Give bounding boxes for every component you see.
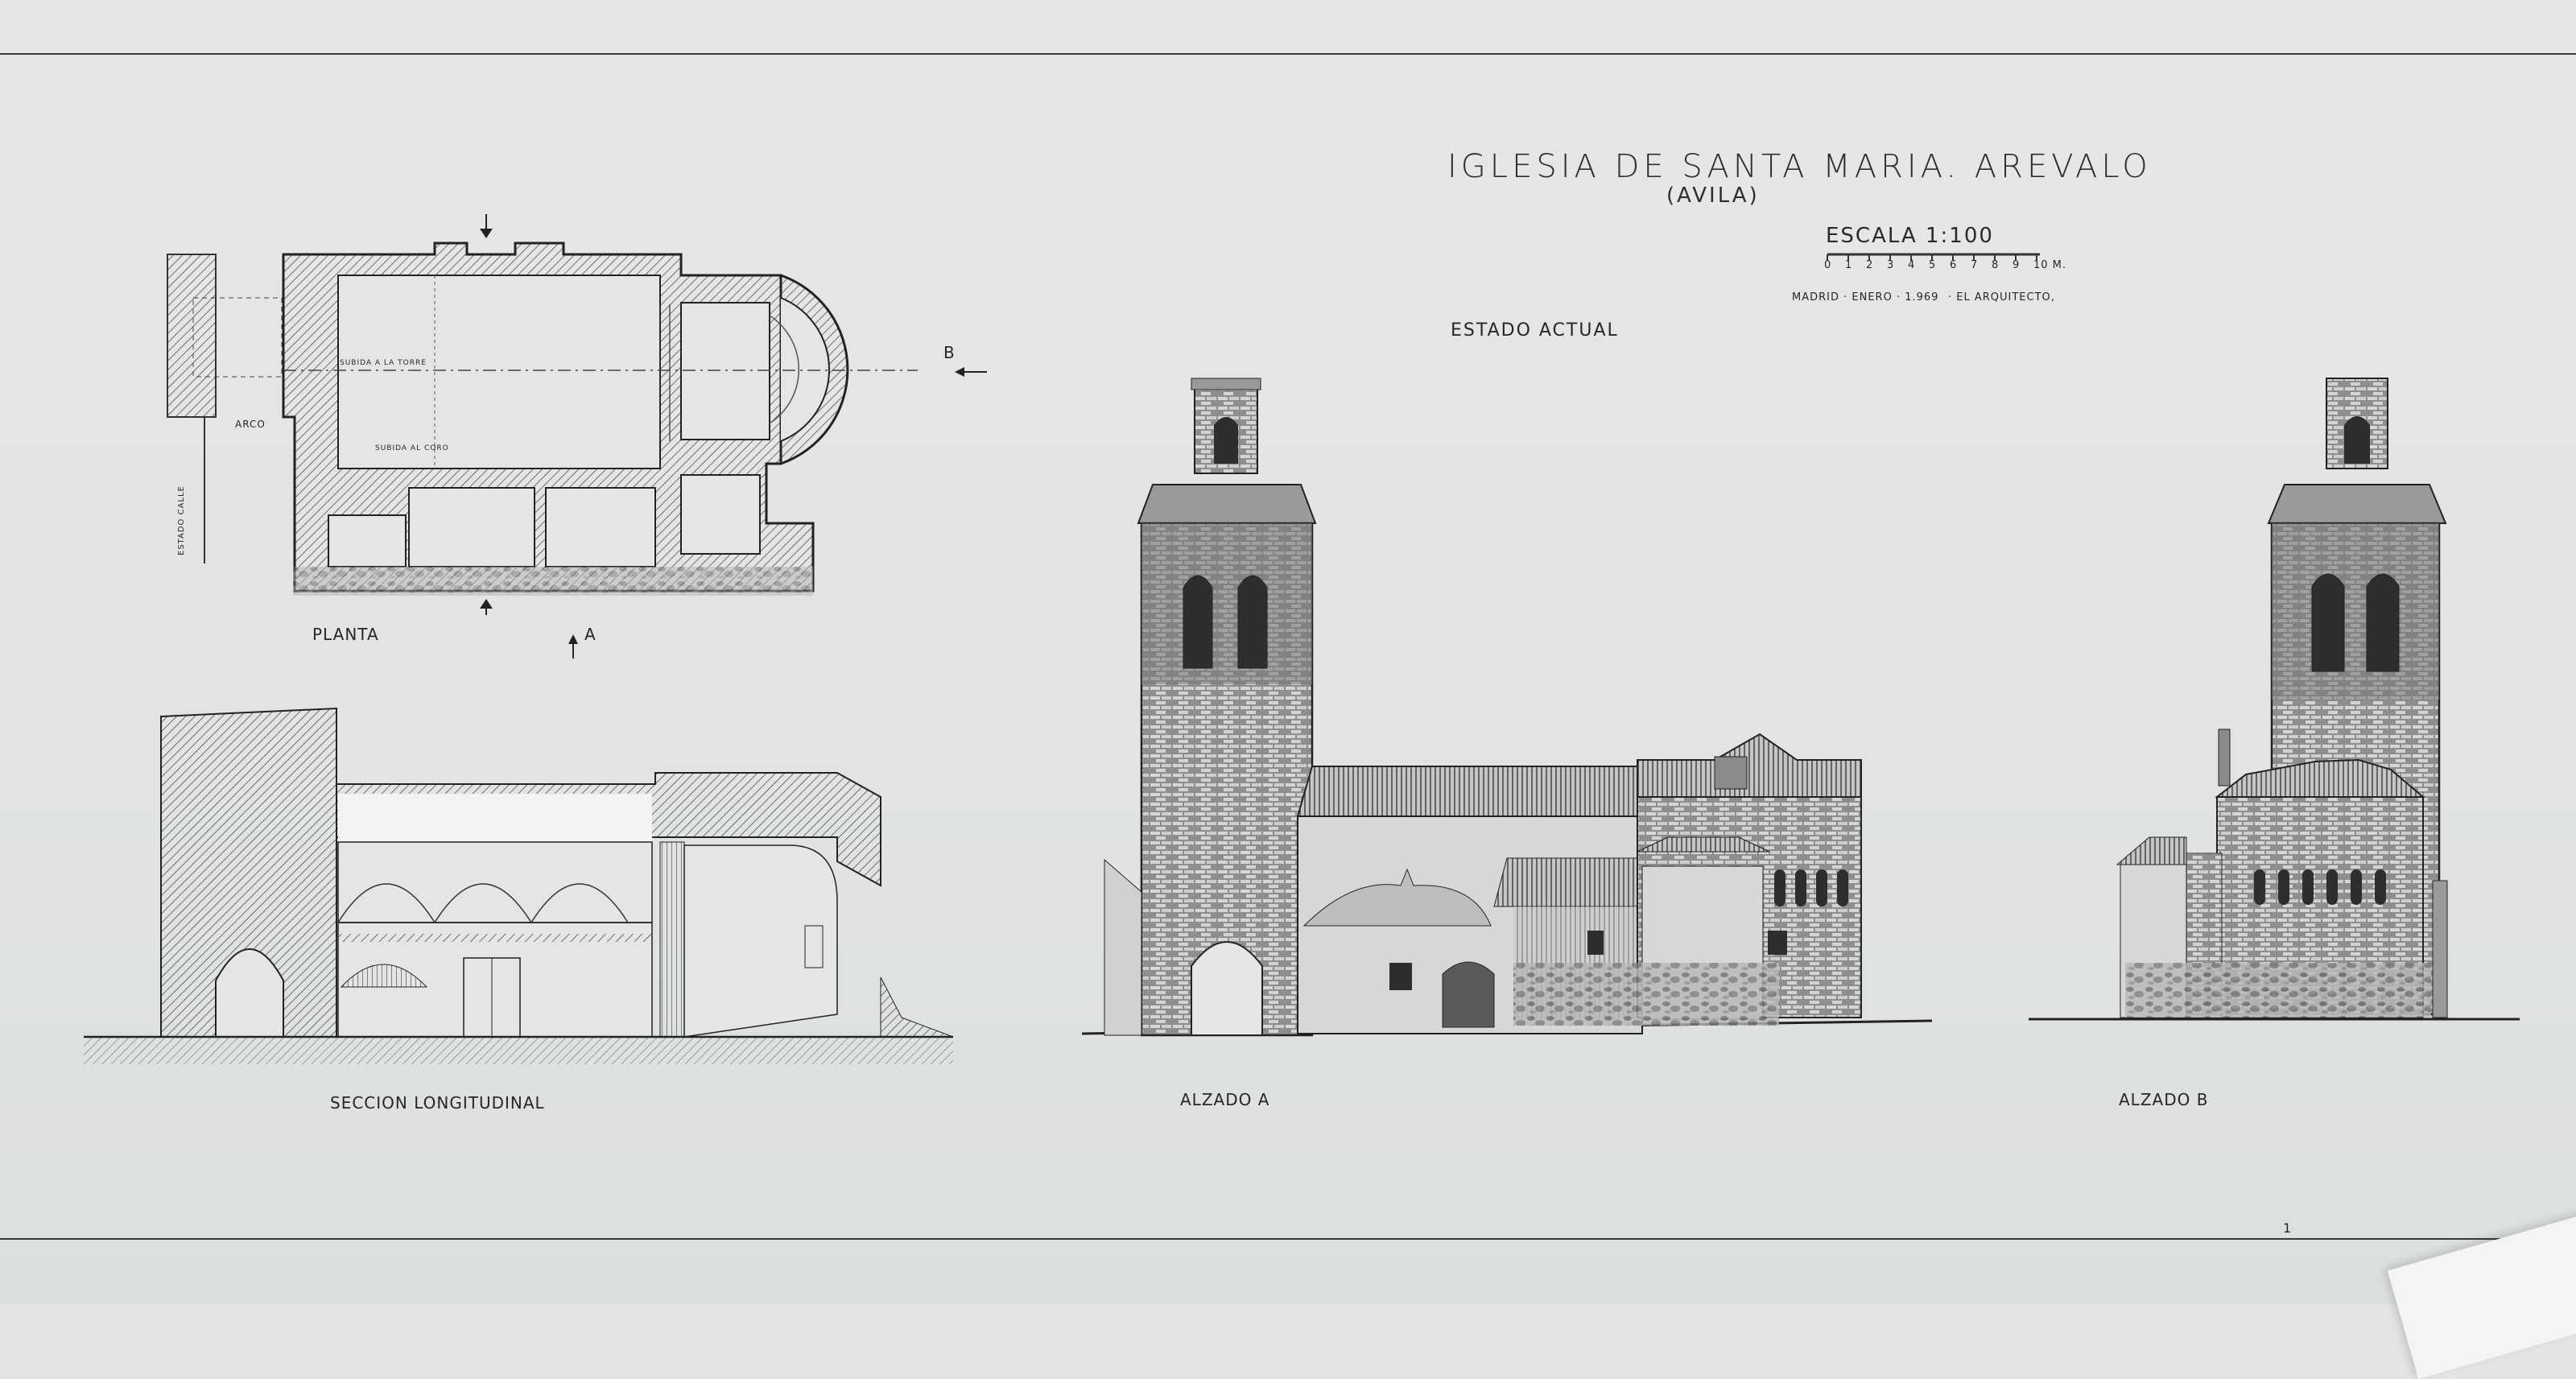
section-label: SECCION LONGITUDINAL <box>330 1093 545 1113</box>
scale-tick-6: 6 <box>1950 259 1958 271</box>
scale-tick-3: 3 <box>1887 259 1895 271</box>
top-border-line <box>0 53 2576 55</box>
plan-label: PLANTA <box>312 625 379 644</box>
scale-tick-0: 0 <box>1824 259 1832 271</box>
page-number: 1 <box>2283 1220 2293 1236</box>
status-label: ESTADO ACTUAL <box>1451 320 1619 341</box>
date-note: MADRID · ENERO · 1.969 <box>1792 291 1939 303</box>
scale-tick-2: 2 <box>1866 259 1874 271</box>
plan-section-mark-a: A <box>584 625 597 644</box>
longitudinal-section <box>84 707 954 1064</box>
scale-tick-9: 9 <box>2013 259 2021 271</box>
plan-note-coro: SUBIDA AL CORO <box>375 444 449 452</box>
sheet-title: IGLESIA DE SANTA MARIA. AREVALO <box>1447 148 2152 185</box>
scale-tick-1: 1 <box>1845 259 1853 271</box>
scale-bar <box>1827 253 2040 261</box>
scale-tick-8: 8 <box>1992 259 2000 271</box>
elevation-a <box>1081 378 1933 1037</box>
elevation-b-label: ALZADO B <box>2119 1090 2209 1109</box>
floor-plan <box>167 214 987 659</box>
scale-label: ESCALA 1:100 <box>1826 224 1994 248</box>
architect-signature-note: · EL ARQUITECTO, <box>1948 291 2055 303</box>
elevation-b <box>2029 378 2520 1021</box>
sheet-subtitle: (AVILA) <box>1666 184 1760 208</box>
drawings <box>84 214 2520 1064</box>
plan-section-mark-b: B <box>943 343 956 362</box>
elevation-a-label: ALZADO A <box>1180 1090 1270 1109</box>
plan-note-torre: SUBIDA A LA TORRE <box>340 359 427 367</box>
scale-tick-4: 4 <box>1908 259 1916 271</box>
scale-tick-5: 5 <box>1929 259 1937 271</box>
plan-note-arco: ARCO <box>235 419 266 430</box>
scale-tick-10: 10 M. <box>2033 259 2067 271</box>
bottom-border-line <box>0 1238 2576 1240</box>
scale-tick-7: 7 <box>1971 259 1979 271</box>
plan-note-street: ESTADO CALLE <box>177 485 186 555</box>
